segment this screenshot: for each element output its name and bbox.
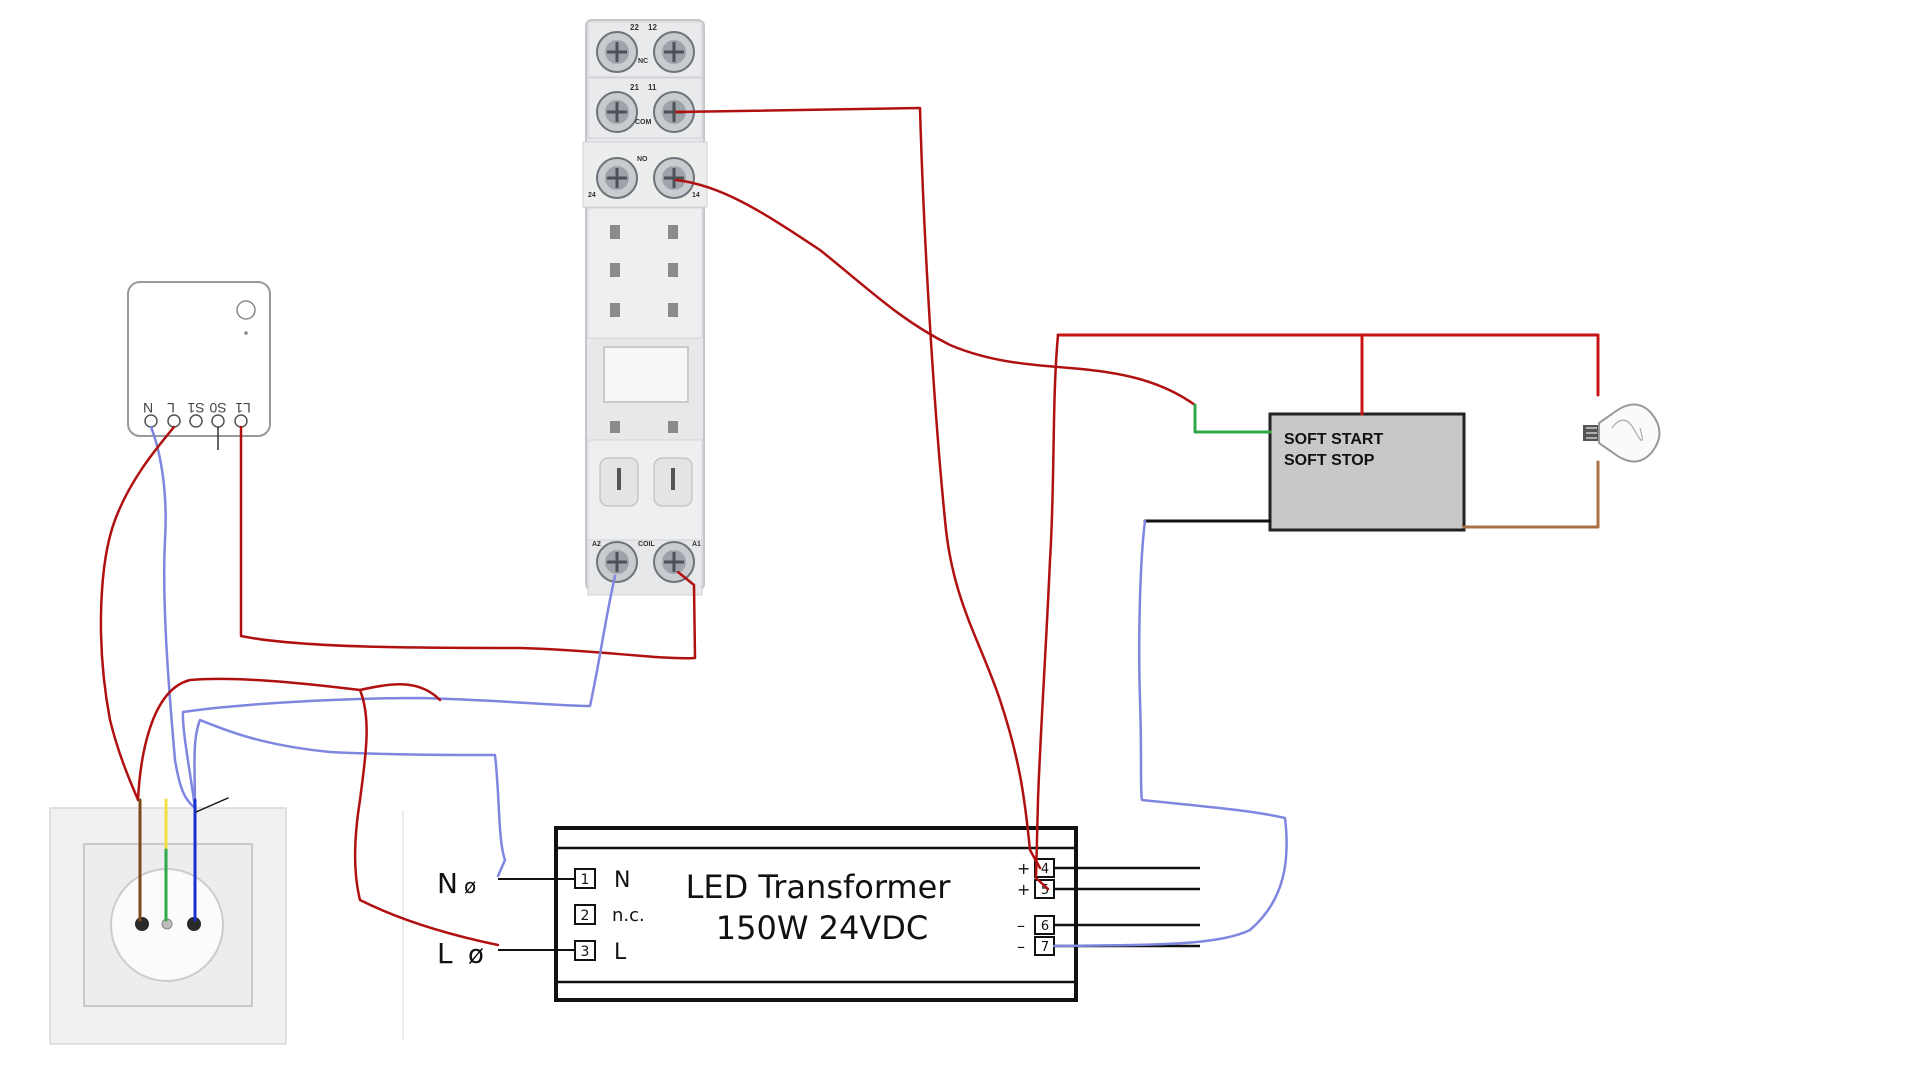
soft-starter: SOFT START SOFT STOP: [1268, 412, 1466, 532]
module-pin-s0: S0: [209, 400, 226, 416]
wire-brown-lamp: [1462, 460, 1600, 529]
wire-com-to-transformer: [674, 106, 1042, 870]
relay-label-nc: NC: [638, 58, 648, 65]
relay-term-12: 12: [648, 23, 657, 32]
module-pin-l: L: [167, 400, 175, 416]
wire-red-branch-socket: [358, 683, 442, 702]
terminal-6-number: 6: [1041, 919, 1049, 934]
terminal-2-label: n.c.: [612, 905, 645, 926]
relay-screw-22: [596, 31, 638, 73]
terminal-3-number: 3: [581, 944, 590, 960]
transformer-subtitle: 150W 24VDC: [716, 909, 928, 947]
wires: [99, 106, 1600, 948]
terminal-7-number: 7: [1041, 940, 1049, 955]
wire-module-n-blue: [149, 425, 197, 810]
relay-screw-21: [596, 91, 638, 133]
smart-module: N L S1 S0 L1: [127, 281, 271, 450]
input-n-symbol: ø: [464, 874, 476, 898]
wire-socket-to-transformer-n: [193, 718, 507, 878]
relay-screw-14: [653, 157, 695, 199]
relay-label-no: NO: [637, 156, 648, 163]
relay-label-com: COM: [635, 119, 652, 126]
relay-screw-a2: [596, 541, 638, 583]
terminal-3-label: L: [614, 940, 627, 965]
module-pin-l1: L1: [235, 400, 251, 416]
relay-screw-12: [653, 31, 695, 73]
soft-start-label: SOFT START: [1284, 431, 1383, 448]
wire-module-l-red: [99, 425, 176, 802]
relay-term-a1: A1: [692, 541, 701, 548]
light-bulb-icon: [1583, 403, 1661, 463]
relay-term-22: 22: [630, 23, 639, 32]
terminal-1-number: 1: [581, 872, 590, 888]
input-l-label: L: [437, 937, 453, 970]
wire-socket-to-transformer-l: [136, 677, 500, 947]
relay-term-11: 11: [648, 83, 657, 92]
wire-socket-black: [195, 797, 229, 813]
terminal-5-sign: +: [1017, 880, 1030, 899]
terminal-6-sign: –: [1017, 916, 1025, 935]
relay: 22 12 NC 21 11 COM NO 24 14 COIL A2 A1: [582, 19, 708, 596]
terminal-4-sign: +: [1017, 859, 1030, 878]
relay-term-24: 24: [588, 192, 596, 199]
input-n-label: N: [437, 867, 458, 900]
input-l-symbol: ø: [468, 940, 484, 970]
module-pin-n: N: [143, 400, 153, 416]
wall-socket: [49, 807, 287, 1045]
relay-term-21: 21: [630, 83, 639, 92]
terminal-1-label: N: [614, 868, 630, 893]
wire-no-to-softstart: [674, 178, 1197, 407]
transformer-title: LED Transformer: [686, 868, 952, 906]
terminal-7-sign: –: [1017, 937, 1025, 956]
led-transformer: LED Transformer 150W 24VDC 1 2 3 N n.c. …: [498, 826, 1200, 1002]
relay-screw-a1: [653, 541, 695, 583]
wire-blue-softstart-to-transformer: [1052, 519, 1288, 948]
wire-green-softstart: [1193, 403, 1272, 434]
wire-socket-to-relay-a2: [181, 574, 617, 810]
relay-term-14: 14: [692, 192, 700, 199]
terminal-2-number: 2: [581, 908, 590, 924]
relay-label-coil: COIL: [638, 541, 655, 548]
terminal-5-number: 5: [1041, 883, 1049, 898]
terminal-4-number: 4: [1041, 862, 1049, 877]
wire-module-l1-to-relay-a1: [239, 425, 697, 660]
relay-screw-24: [596, 157, 638, 199]
wire-red-transformer-plus: [1034, 333, 1060, 891]
soft-stop-label: SOFT STOP: [1284, 452, 1375, 469]
module-pin-s1: S1: [187, 400, 204, 416]
relay-term-a2: A2: [592, 541, 601, 548]
wire-red-lamp-loop: [1056, 333, 1600, 397]
